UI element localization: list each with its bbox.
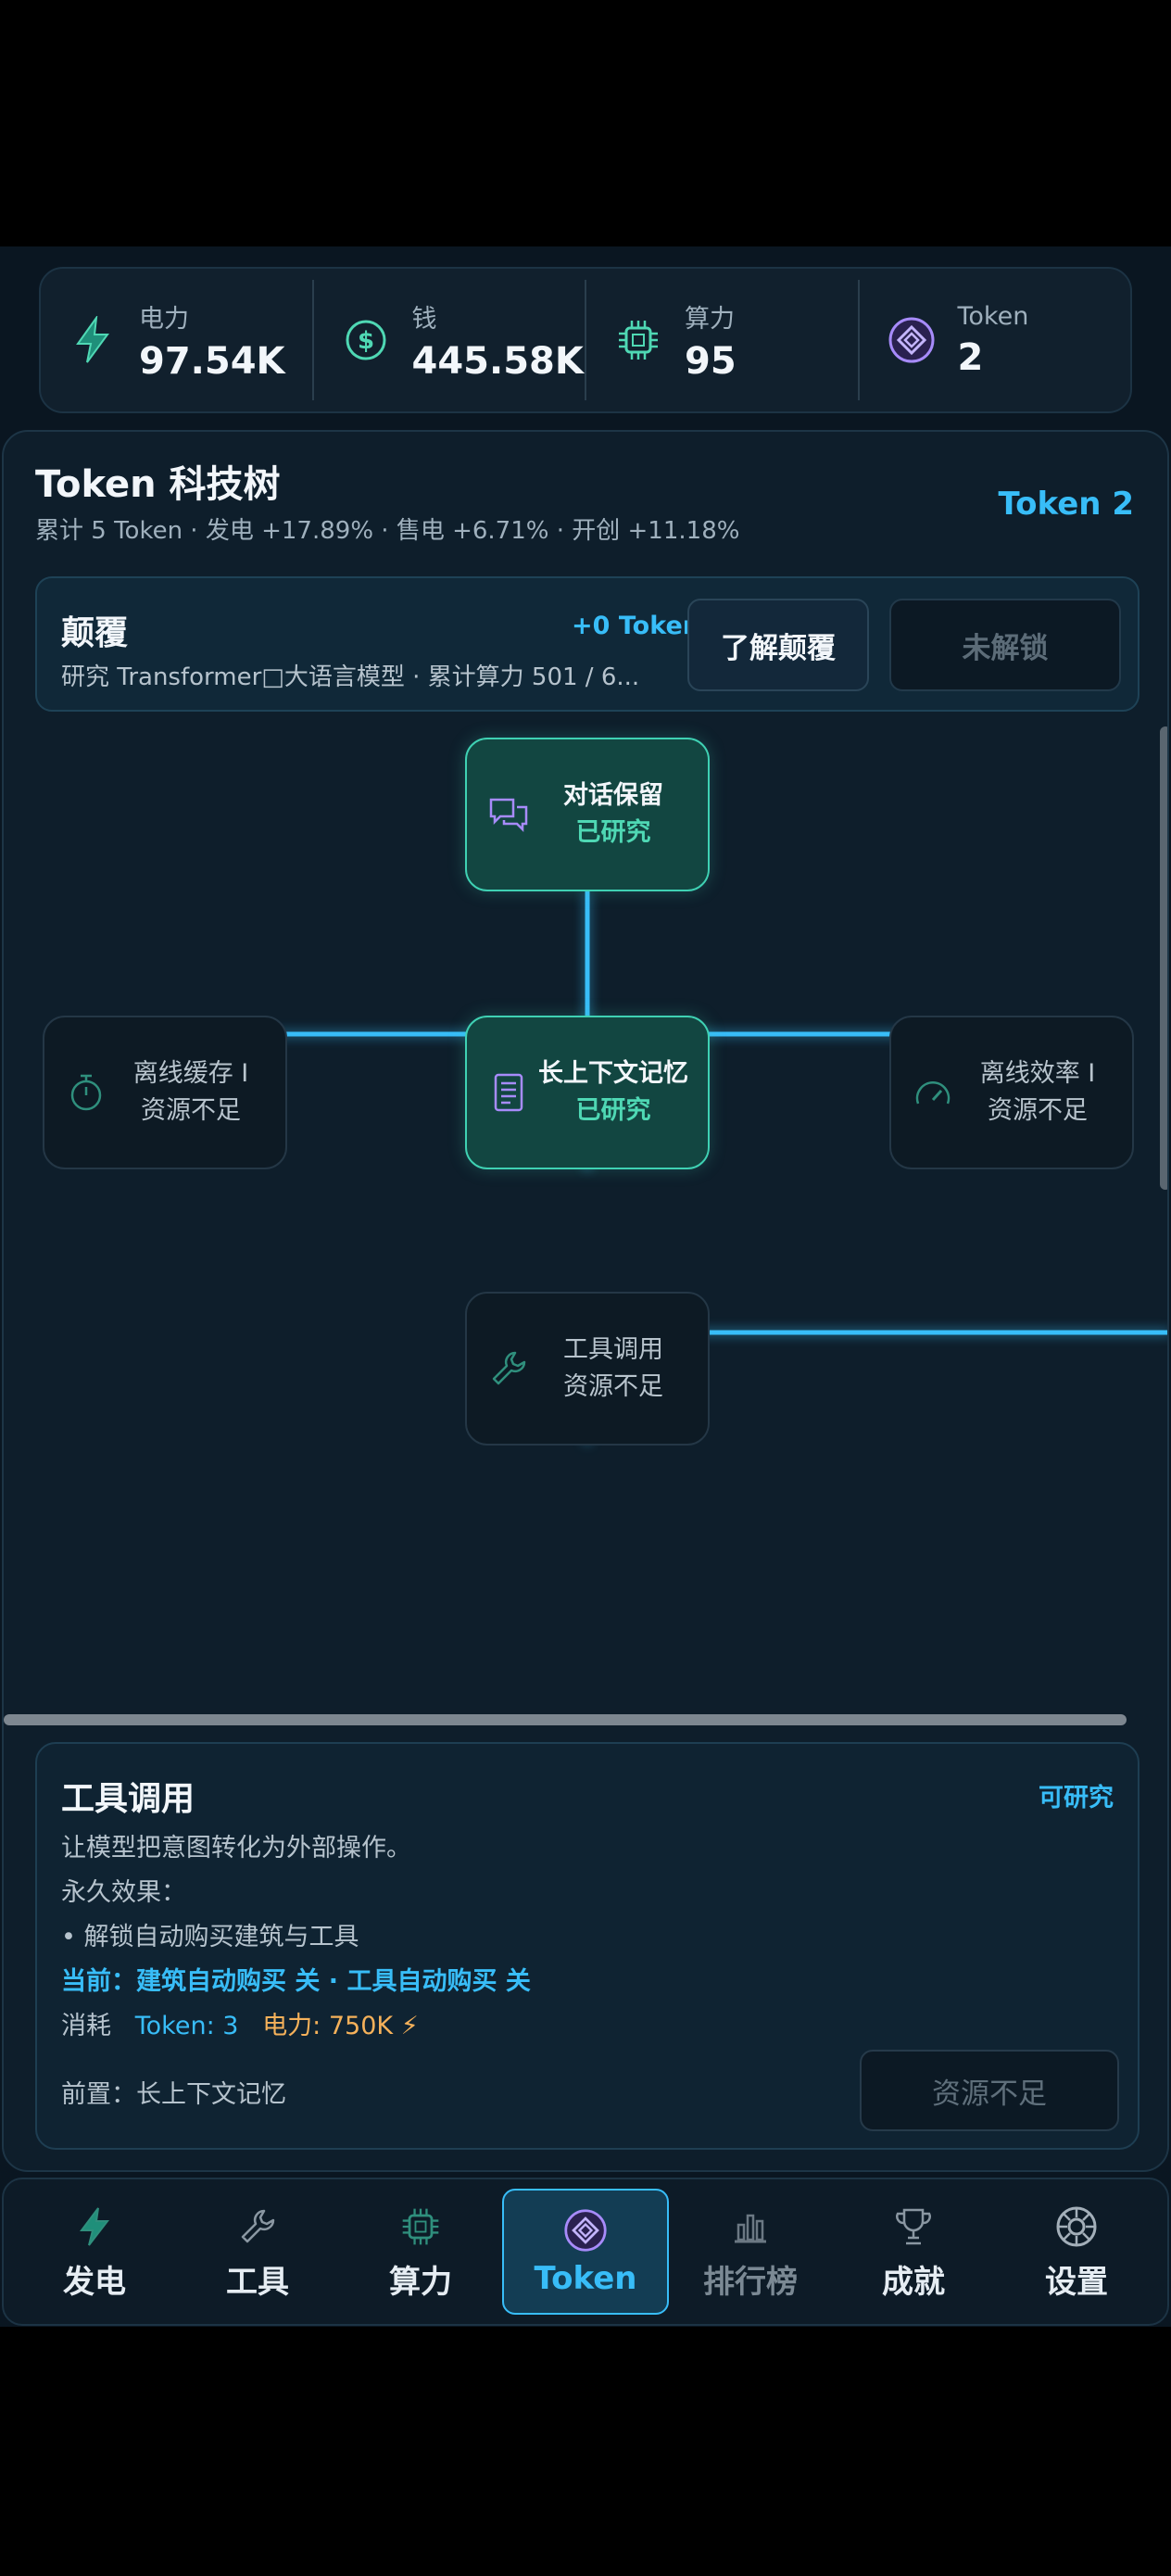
vertical-scrollbar[interactable] xyxy=(1160,726,1167,1190)
resource-value: 2 xyxy=(957,335,984,379)
detail-effects-label: 永久效果： xyxy=(61,1878,186,1907)
bottom-nav: 发电 工具 算力 Token 排行榜 成就 设置 xyxy=(2,2178,1169,2326)
horizontal-scrollbar[interactable] xyxy=(4,1714,1127,1725)
node-name: 对话保留 xyxy=(563,781,663,810)
tab-tools[interactable]: 工具 xyxy=(176,2189,339,2315)
gear-icon xyxy=(1052,2203,1101,2251)
resource-token: Token 2 xyxy=(860,280,1131,400)
token-icon xyxy=(884,312,939,368)
chat-bubbles-icon xyxy=(485,791,532,838)
detail-current: 当前：建筑自动购买 关 · 工具自动购买 关 xyxy=(61,1967,531,1996)
tree-node-dialogue-retention[interactable]: 对话保留 已研究 xyxy=(465,738,710,891)
document-icon xyxy=(485,1069,532,1116)
tab-label: 工具 xyxy=(226,2263,289,2301)
node-status: 已研究 xyxy=(575,1096,651,1125)
detail-description: 让模型把意图转化为外部操作。 xyxy=(61,1834,411,1863)
chip-icon xyxy=(397,2203,445,2251)
resource-money: $ 钱 445.58K xyxy=(314,280,586,400)
resource-label: 算力 xyxy=(685,304,735,334)
tab-label: 排行榜 xyxy=(703,2263,798,2301)
resource-compute: 算力 95 xyxy=(586,280,860,400)
tab-token[interactable]: Token xyxy=(502,2189,669,2315)
tab-achievements[interactable]: 成就 xyxy=(832,2189,995,2315)
gauge-icon xyxy=(910,1069,956,1116)
tab-compute[interactable]: 算力 xyxy=(339,2189,502,2315)
research-button[interactable]: 资源不足 xyxy=(860,2050,1119,2131)
node-name: 离线缓存 I xyxy=(132,1059,249,1088)
page-subtitle: 累计 5 Token · 发电 +17.89% · 售电 +6.71% · 开创… xyxy=(35,517,740,545)
bar-chart-icon xyxy=(726,2203,774,2251)
node-status: 资源不足 xyxy=(988,1096,1088,1125)
tab-label: 成就 xyxy=(882,2263,945,2301)
upgrade-description: 研究 Transformer□大语言模型 · 累计算力 501 / 6... xyxy=(61,663,640,691)
tab-label: 算力 xyxy=(389,2263,452,2301)
tab-label: 发电 xyxy=(63,2263,126,2301)
resource-value: 445.58K xyxy=(411,339,584,383)
page-title: Token 科技树 xyxy=(35,463,281,506)
detail-effect-item: • 解锁自动购买建筑与工具 xyxy=(61,1923,359,1951)
tab-leaderboard[interactable]: 排行榜 xyxy=(669,2189,832,2315)
tree-node-long-context-memory[interactable]: 长上下文记忆 已研究 xyxy=(465,1016,710,1169)
cost-power: 电力: 750K ⚡ xyxy=(262,2012,419,2040)
wrench-icon xyxy=(233,2203,282,2251)
stopwatch-icon xyxy=(63,1069,109,1116)
chip-icon xyxy=(611,312,666,368)
tree-node-offline-efficiency[interactable]: 离线效率 I 资源不足 xyxy=(889,1016,1134,1169)
upgrade-title: 颠覆 xyxy=(61,614,129,652)
tab-label: 设置 xyxy=(1045,2263,1108,2301)
resource-power: 电力 97.54K xyxy=(41,280,314,400)
node-status: 已研究 xyxy=(575,818,651,847)
tech-tree-panel: Token 科技树 累计 5 Token · 发电 +17.89% · 售电 +… xyxy=(2,430,1169,2172)
tree-node-tool-calling[interactable]: 工具调用 资源不足 xyxy=(465,1292,710,1446)
node-status: 资源不足 xyxy=(141,1096,241,1125)
node-name: 长上下文记忆 xyxy=(538,1059,688,1088)
resource-bar: 电力 97.54K $ 钱 445.58K 算力 95 Token 2 xyxy=(39,267,1132,413)
detail-prerequisite: 前置：长上下文记忆 xyxy=(61,2080,286,2109)
tree-node-offline-cache[interactable]: 离线缓存 I 资源不足 xyxy=(43,1016,287,1169)
tab-label: Token xyxy=(534,2260,637,2297)
resource-value: 97.54K xyxy=(139,339,285,383)
tech-tree[interactable]: 对话保留 已研究 离线缓存 I 资源不足 长上下文记忆 已研究 xyxy=(4,728,1167,1673)
resource-label: Token xyxy=(957,301,1029,331)
learn-upgrade-button[interactable]: 了解颠覆 xyxy=(687,599,869,691)
node-status: 资源不足 xyxy=(563,1372,663,1401)
resource-label: 钱 xyxy=(411,304,437,334)
locked-button[interactable]: 未解锁 xyxy=(889,599,1121,691)
cost-token: Token: 3 xyxy=(134,2012,239,2040)
lightning-icon xyxy=(65,312,120,368)
resource-value: 95 xyxy=(685,339,737,383)
wrench-icon xyxy=(485,1345,532,1392)
node-name: 工具调用 xyxy=(563,1335,663,1364)
detail-cost: 消耗 Token: 3 电力: 750K ⚡ xyxy=(61,2005,419,2041)
lightning-icon xyxy=(70,2203,119,2251)
detail-status: 可研究 xyxy=(1039,1784,1114,1812)
upgrade-token-gain: +0 Token xyxy=(572,612,700,640)
node-name: 离线效率 I xyxy=(979,1059,1096,1088)
svg-text:$: $ xyxy=(357,327,373,355)
token-count: Token 2 xyxy=(998,486,1135,523)
dollar-icon: $ xyxy=(338,312,394,368)
cost-label: 消耗 xyxy=(61,2012,111,2040)
token-icon xyxy=(561,2206,610,2254)
detail-title: 工具调用 xyxy=(61,1780,195,1818)
tab-power[interactable]: 发电 xyxy=(13,2189,176,2315)
upgrade-card: 颠覆 +0 Token 研究 Transformer□大语言模型 · 累计算力 … xyxy=(35,576,1140,712)
resource-label: 电力 xyxy=(139,304,189,334)
trophy-icon xyxy=(889,2203,938,2251)
tab-settings[interactable]: 设置 xyxy=(995,2189,1158,2315)
detail-card: 工具调用 可研究 让模型把意图转化为外部操作。 永久效果： • 解锁自动购买建筑… xyxy=(35,1742,1140,2150)
